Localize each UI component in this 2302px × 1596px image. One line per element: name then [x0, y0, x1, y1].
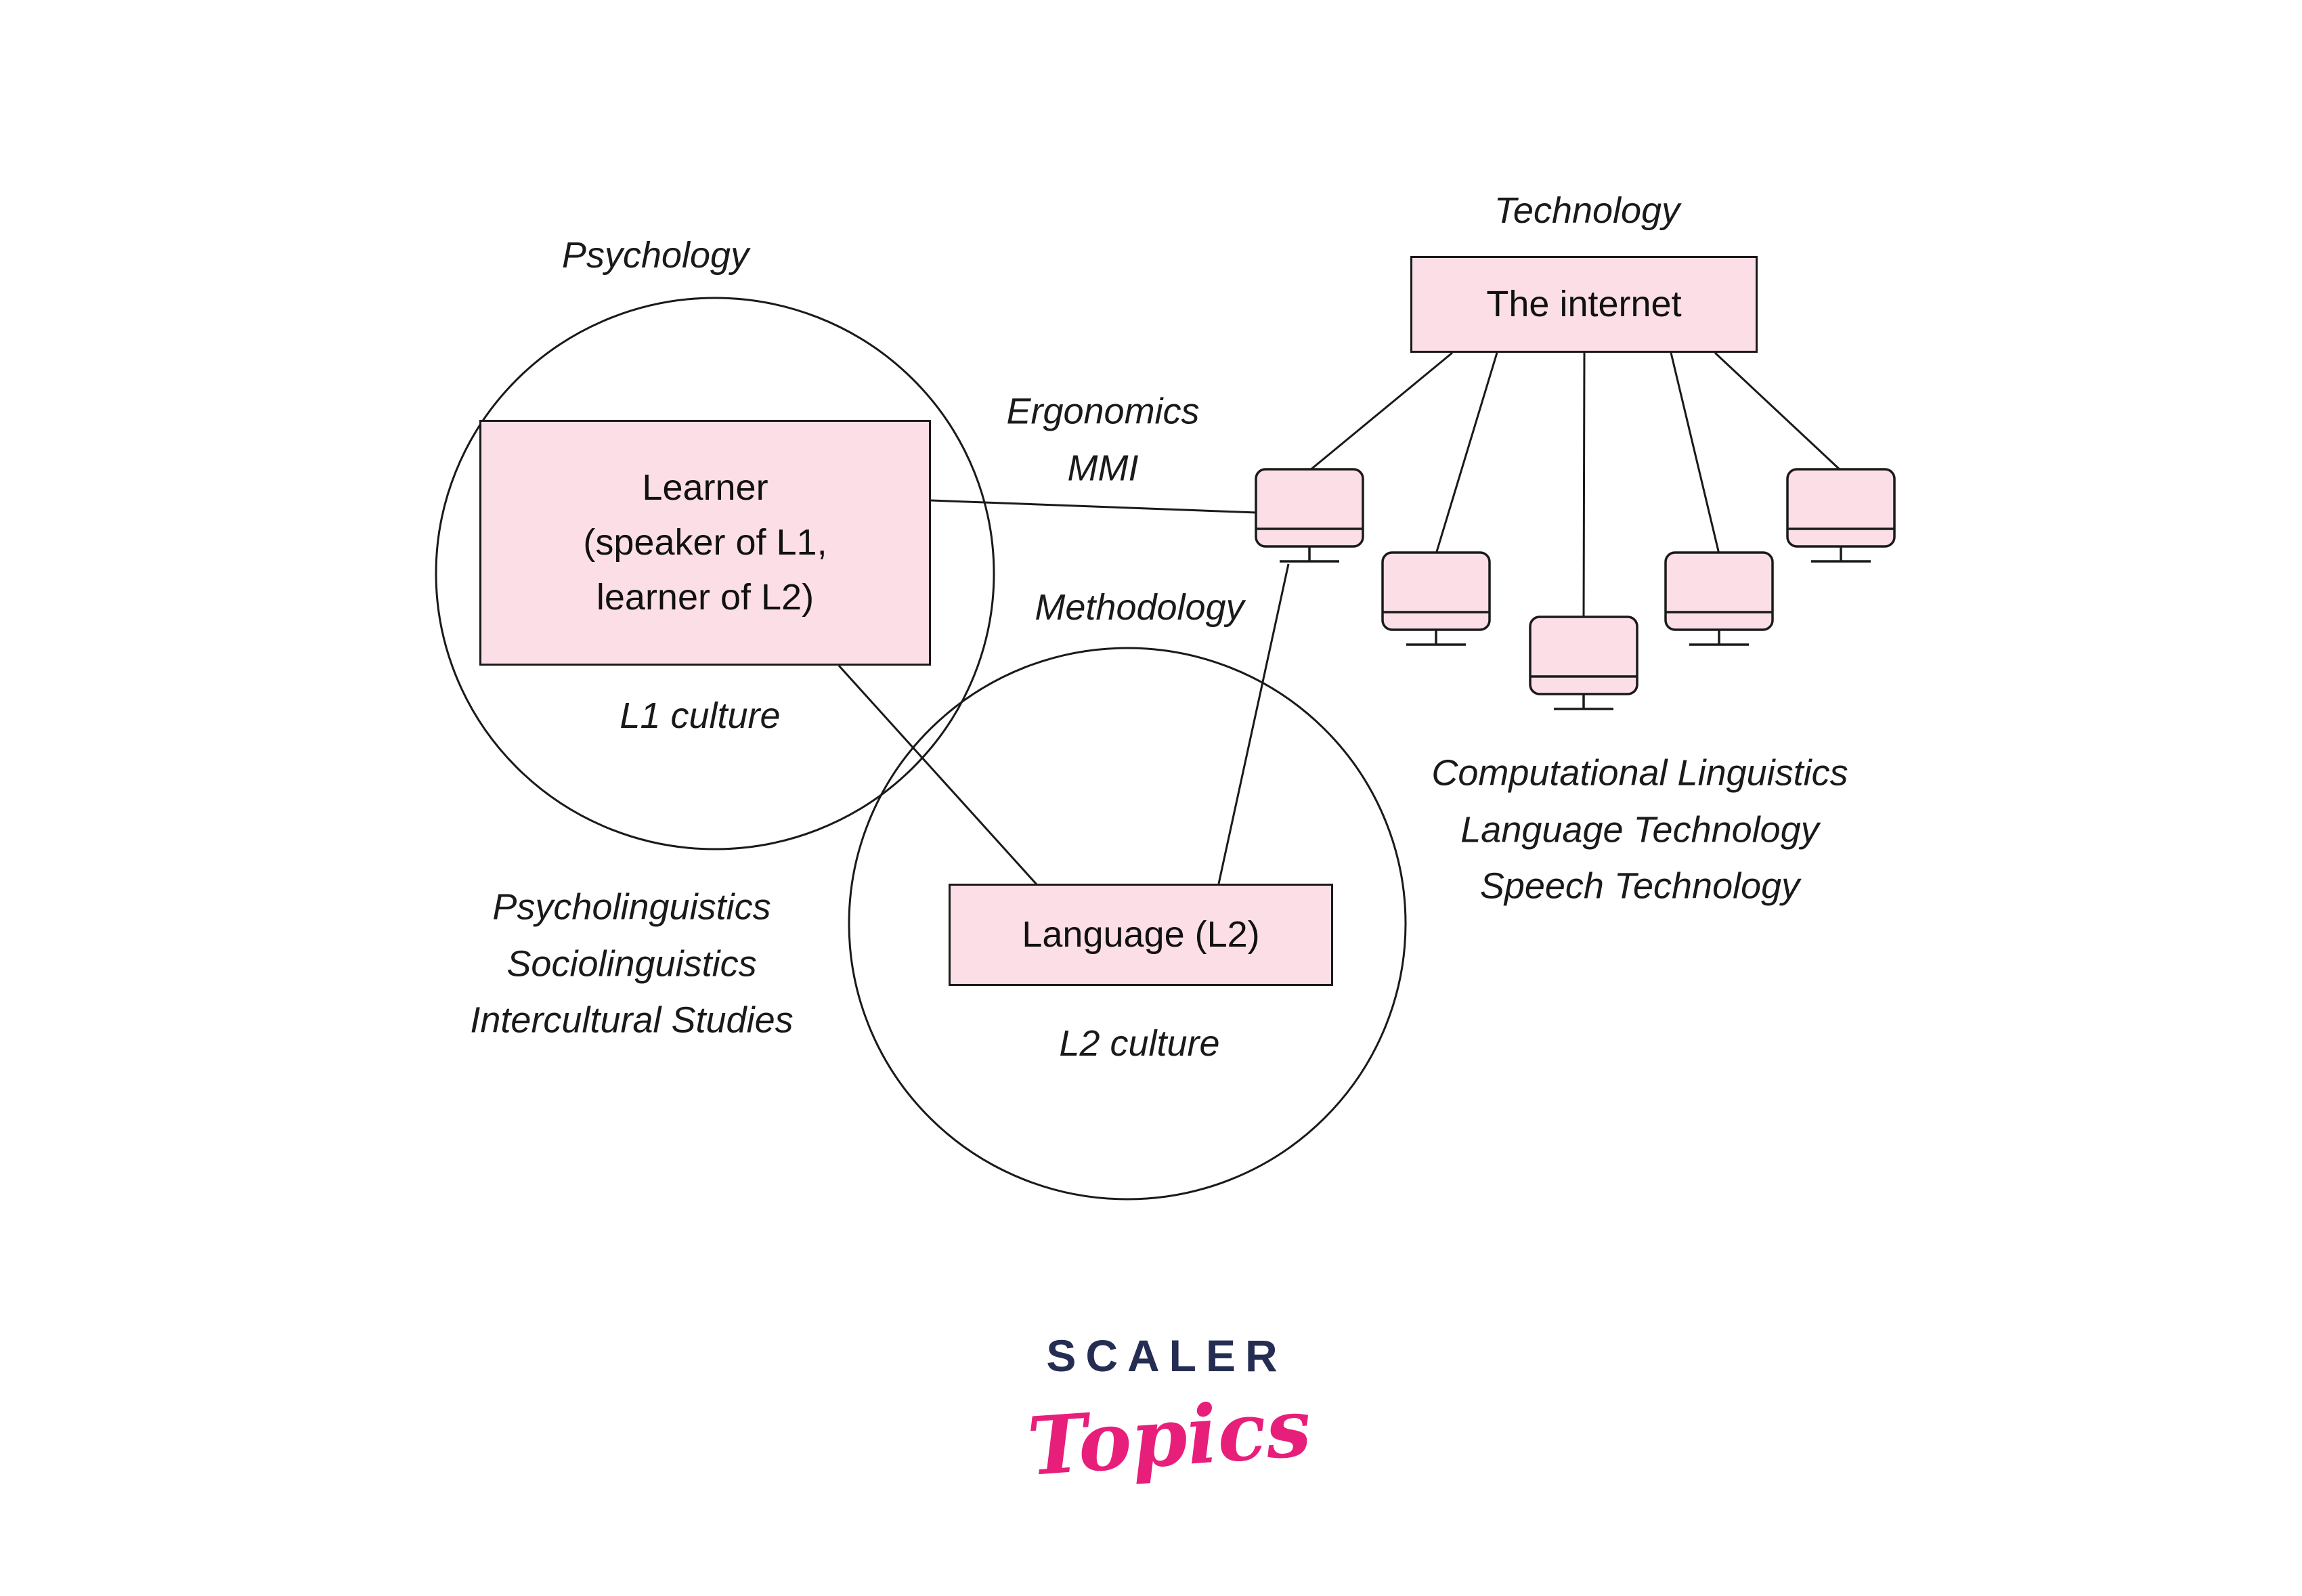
computer-icon-4 — [1664, 551, 1774, 646]
left-disciplines-label: Psycholinguistics Sociolinguistics Inter… — [470, 886, 794, 1041]
computer-icon-5 — [1786, 468, 1896, 563]
computer-icon-3 — [1529, 616, 1638, 710]
l1-culture-label: L1 culture — [620, 695, 781, 737]
language-box: Language (L2) — [949, 884, 1333, 986]
methodology-label: Methodology — [1035, 587, 1244, 628]
computer-icon-2 — [1381, 551, 1491, 646]
methodology-ellipse — [848, 647, 1407, 1201]
psychology-label: Psychology — [561, 235, 750, 276]
ergonomics-mmi-label: Ergonomics MMI — [1006, 391, 1200, 488]
computer-icon-1 — [1255, 468, 1364, 563]
internet-box: The internet — [1410, 256, 1758, 353]
learner-language-line — [838, 664, 1038, 886]
internet-computer5-line — [1714, 351, 1842, 472]
logo-topics-text: Topics — [1024, 1380, 1314, 1494]
learner-internet-line — [930, 499, 1257, 514]
internet-computer1-line — [1309, 351, 1453, 472]
technology-label: Technology — [1494, 190, 1680, 232]
internet-computer4-line — [1670, 352, 1720, 555]
l2-culture-label: L2 culture — [1059, 1023, 1220, 1064]
language-computer-line — [1217, 563, 1290, 884]
learner-box: Learner (speaker of L1, learner of L2) — [479, 420, 931, 666]
psychology-ellipse — [435, 297, 995, 850]
internet-computer2-line — [1435, 352, 1498, 555]
logo-scaler-text: SCALER — [1046, 1331, 1287, 1381]
right-disciplines-label: Computational Linguistics Language Techn… — [1431, 752, 1848, 907]
